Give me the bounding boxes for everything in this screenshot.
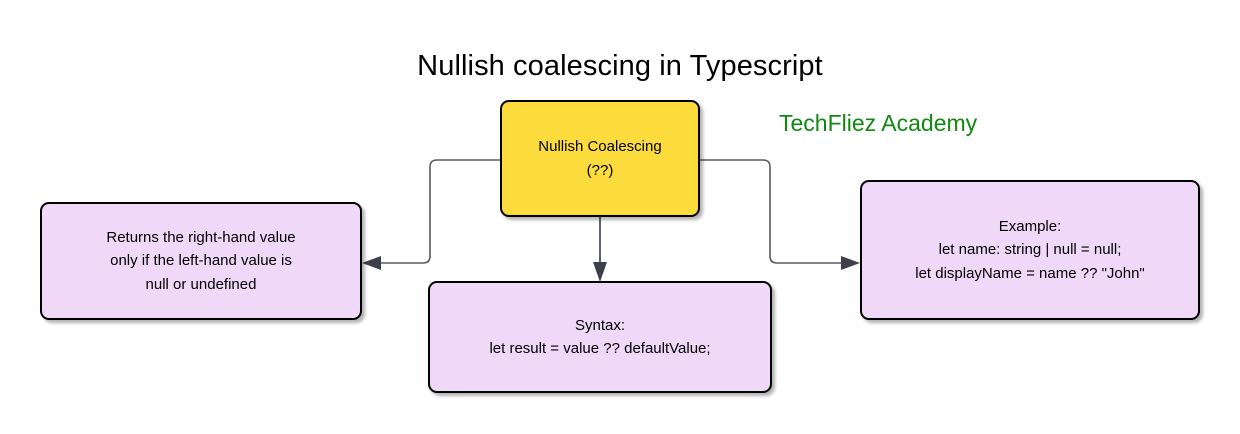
edge-center-to-example xyxy=(700,159,848,264)
node-behavior-text: Returns the right-hand value only if the… xyxy=(96,226,305,296)
node-behavior-line-3: null or undefined xyxy=(145,275,257,293)
node-syntax-line-2: let result = value ?? defaultValue; xyxy=(489,340,711,357)
node-nullish-coalescing-text: Nullish Coalescing (??) xyxy=(528,135,671,182)
node-example[interactable]: Example: let name: string | null = null;… xyxy=(860,180,1200,320)
node-nullish-coalescing-line-1: Nullish Coalescing xyxy=(538,138,662,156)
node-example-line-1: Example: xyxy=(998,218,1062,236)
node-nullish-coalescing-line-2: (??) xyxy=(586,161,614,179)
node-syntax[interactable]: Syntax: let result = value ?? defaultVal… xyxy=(428,281,772,393)
arrow-head-example xyxy=(841,256,860,270)
node-syntax-text: Syntax: let result = value ?? defaultVal… xyxy=(479,314,720,361)
arrow-head-syntax xyxy=(593,262,607,282)
node-behavior-line-2: only if the left-hand value is xyxy=(110,252,292,270)
node-example-line-2: let name: string | null = null; xyxy=(938,241,1122,259)
node-example-text: Example: let name: string | null = null;… xyxy=(905,215,1155,285)
brand-label: TechFliez Academy xyxy=(779,110,978,136)
page-title: Nullish coalescing in Typescript xyxy=(417,50,823,82)
edge-center-to-behavior xyxy=(374,159,500,264)
node-behavior[interactable]: Returns the right-hand value only if the… xyxy=(40,202,362,320)
node-syntax-line-1: Syntax: xyxy=(574,316,626,334)
node-nullish-coalescing[interactable]: Nullish Coalescing (??) xyxy=(500,100,700,217)
node-example-line-3: let displayName = name ?? "John" xyxy=(915,264,1145,282)
node-behavior-line-1: Returns the right-hand value xyxy=(106,229,296,247)
arrow-head-behavior xyxy=(362,256,381,270)
